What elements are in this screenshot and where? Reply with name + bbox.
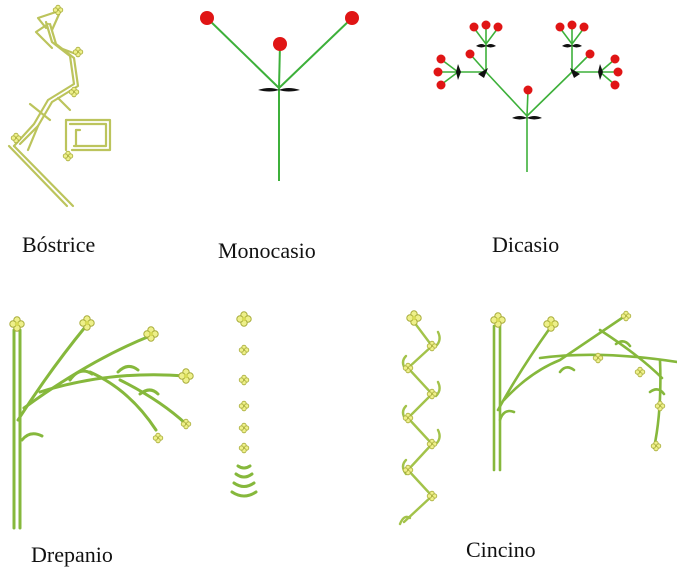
- cincino-diagram: [400, 311, 440, 524]
- drepanio-sequence: [232, 312, 256, 496]
- label-monocasio: Monocasio: [218, 238, 316, 264]
- label-bostrice: Bóstrice: [22, 232, 95, 258]
- drepanio-diagram: [10, 316, 193, 528]
- label-drepanio: Drepanio: [31, 542, 113, 568]
- cincino-branched-diagram: [491, 311, 677, 470]
- bostrice-diagram: [9, 12, 110, 206]
- label-dicasio: Dicasio: [492, 232, 559, 258]
- dicasio-diagram: [434, 21, 623, 173]
- monocasio-diagram: [200, 11, 359, 181]
- label-cincino: Cincino: [466, 537, 536, 563]
